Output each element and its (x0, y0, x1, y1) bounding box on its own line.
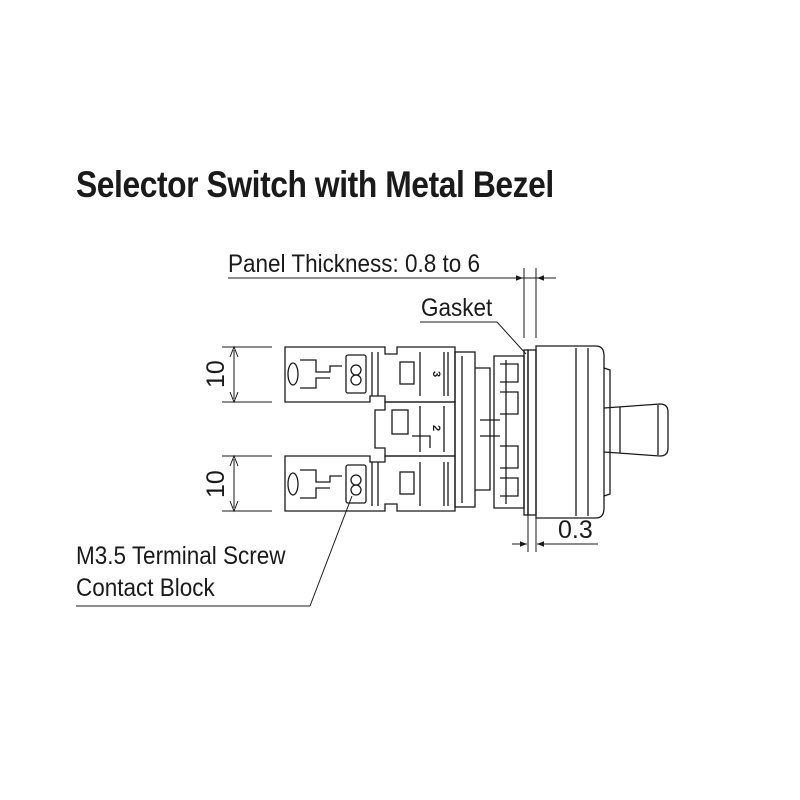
switch-body (374, 401, 456, 457)
gasket-leader (420, 321, 527, 355)
upper-height-value: 10 (202, 360, 230, 388)
mounting-adapter (454, 351, 500, 508)
bezel-offset-dimension (512, 515, 598, 552)
panel-and-gasket (523, 349, 537, 516)
terminal-screw-leader (76, 495, 353, 607)
panel-thickness-callout (228, 268, 556, 338)
selector-knob (603, 403, 669, 457)
contact-number-middle: 2 (430, 425, 442, 431)
upper-contact-block (284, 346, 456, 403)
upper-height-dimension (222, 345, 272, 404)
contact-block-label: Contact Block (76, 574, 215, 602)
metal-bezel (535, 345, 611, 519)
gasket-label: Gasket (421, 294, 493, 322)
panel-thickness-label: Panel Thickness: 0.8 to 6 (228, 250, 480, 278)
lower-height-value: 10 (202, 470, 230, 498)
locking-ring (493, 355, 525, 509)
lower-contact-block (284, 455, 456, 512)
contact-number-upper: 3 (430, 371, 442, 377)
terminal-screw-label: M3.5 Terminal Screw (76, 542, 286, 570)
drawing-title: Selector Switch with Metal Bezel (76, 164, 554, 205)
lower-height-dimension (222, 454, 272, 513)
bezel-offset-value: 0.3 (558, 516, 593, 544)
